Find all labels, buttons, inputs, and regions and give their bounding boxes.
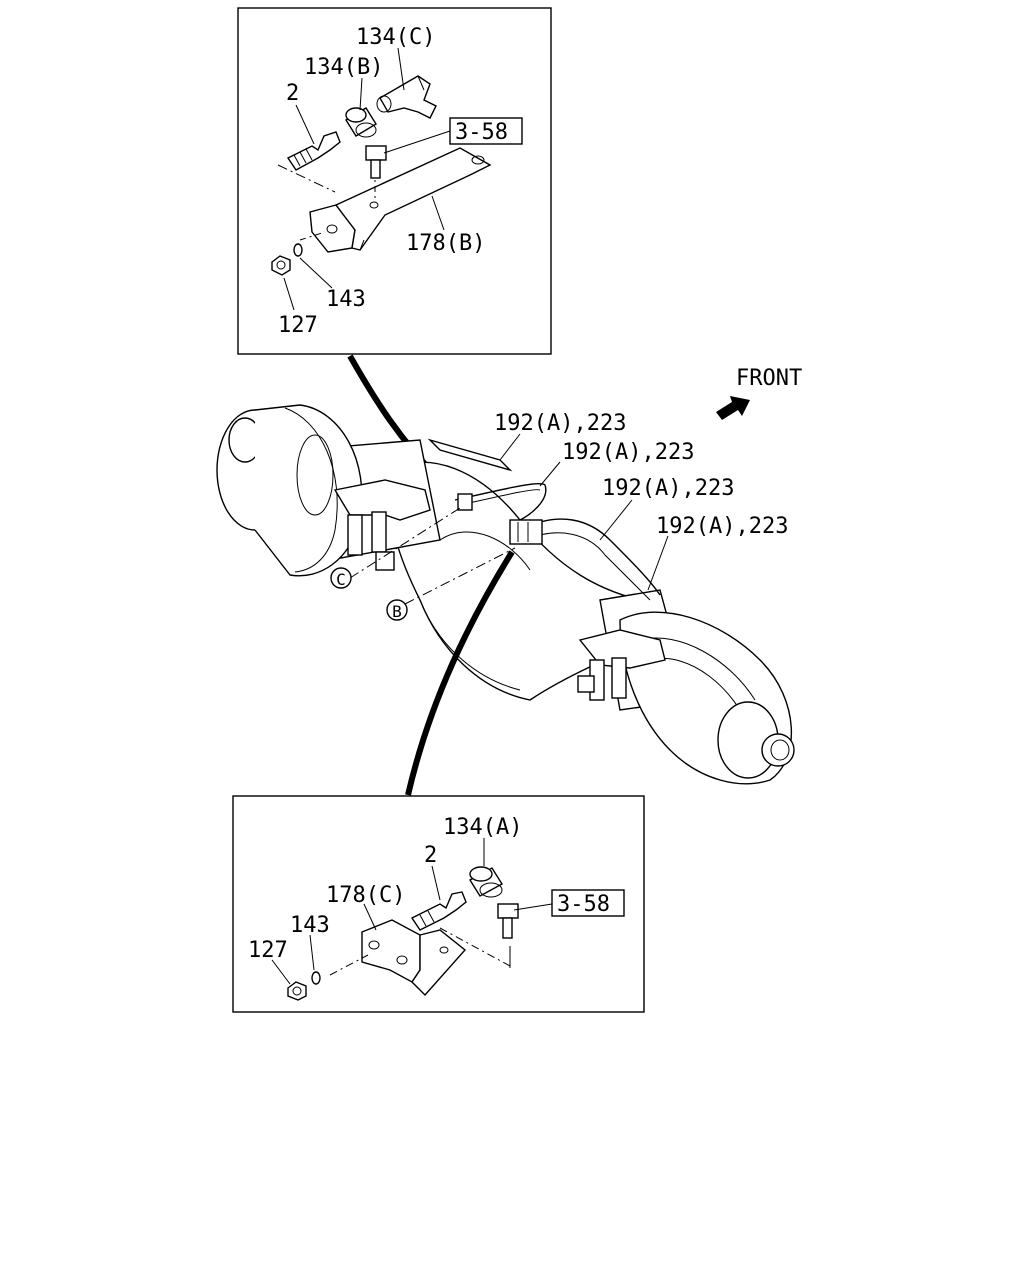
label-127: 127: [248, 938, 288, 963]
label-134a: 134(A): [443, 815, 522, 840]
washer-143: [311, 971, 321, 985]
leader: [383, 130, 451, 154]
align-line: [299, 231, 326, 241]
leader: [299, 257, 333, 289]
label-134c: 134(C): [356, 25, 435, 50]
label-2: 2: [424, 843, 437, 868]
leader: [397, 47, 405, 91]
align-line: [329, 954, 369, 976]
detail-c-frame: [237, 7, 552, 355]
bracket-178c: [361, 919, 467, 997]
callout-line-c: [349, 507, 461, 579]
brake-pipe: [519, 518, 661, 596]
leader: [431, 865, 441, 901]
sleeve-134b: [345, 107, 377, 138]
leader: [513, 903, 553, 911]
leader: [363, 903, 377, 931]
label-pipe-2: 192(A),223: [562, 440, 694, 465]
callout-line-b: [404, 547, 516, 605]
nipple-part-2: [286, 131, 341, 171]
callout-b: [386, 599, 408, 621]
nut-127: [287, 981, 307, 1001]
nut-127: [271, 255, 291, 276]
leader: [271, 959, 291, 985]
leader: [359, 77, 363, 111]
align-line: [277, 164, 336, 193]
front-label: FRONT: [736, 366, 802, 391]
callout-c-label: C: [336, 570, 346, 589]
brake-pipe: [454, 482, 547, 521]
ref-box: [551, 889, 625, 917]
ref-box: [449, 117, 523, 145]
bracket-178b: [309, 147, 492, 253]
bolt: [365, 145, 387, 179]
label-143: 143: [290, 913, 330, 938]
label-134b: 134(B): [304, 55, 383, 80]
label-pipe-1: 192(A),223: [494, 411, 626, 436]
ref-3-58: 3-58: [455, 120, 508, 145]
label-143: 143: [326, 287, 366, 312]
leader: [309, 934, 315, 971]
label-178b: 178(B): [406, 231, 485, 256]
brake-pipe: [427, 438, 513, 472]
leader: [539, 461, 561, 487]
bolt: [497, 903, 519, 939]
front-arrow-icon: [716, 396, 750, 420]
leader: [599, 499, 633, 541]
sleeve-134a: [469, 866, 503, 898]
callout-c: [330, 567, 352, 589]
leader: [499, 433, 521, 461]
fitting-b: [509, 519, 543, 545]
leader: [283, 277, 295, 311]
ref-3-58: 3-58: [557, 892, 610, 917]
washer-143: [293, 243, 303, 257]
nipple-part-2: [410, 891, 467, 931]
callout-b-label: B: [392, 602, 402, 621]
detail-b-panel: 134(A) 2 178(C) 143 127 3-58: [232, 795, 645, 1013]
label-2: 2: [286, 81, 299, 106]
detail-b-pointer: [405, 550, 515, 796]
detail-b-frame: [232, 795, 645, 1013]
label-pipe-3: 192(A),223: [602, 476, 734, 501]
label-127: 127: [278, 313, 318, 338]
tee-134c: [376, 75, 437, 119]
leader: [647, 535, 669, 591]
detail-c-panel: 134(C) 134(B) 2 3-58 178(B) 143 127: [237, 7, 552, 355]
leader: [295, 104, 315, 145]
fitting-c: [457, 493, 473, 511]
front-direction: FRONT: [716, 366, 802, 420]
rear-axle-assembly: [216, 404, 795, 785]
label-178c: 178(C): [326, 883, 405, 908]
label-pipe-4: 192(A),223: [656, 514, 788, 539]
align-line: [439, 927, 511, 967]
leader: [431, 195, 445, 231]
